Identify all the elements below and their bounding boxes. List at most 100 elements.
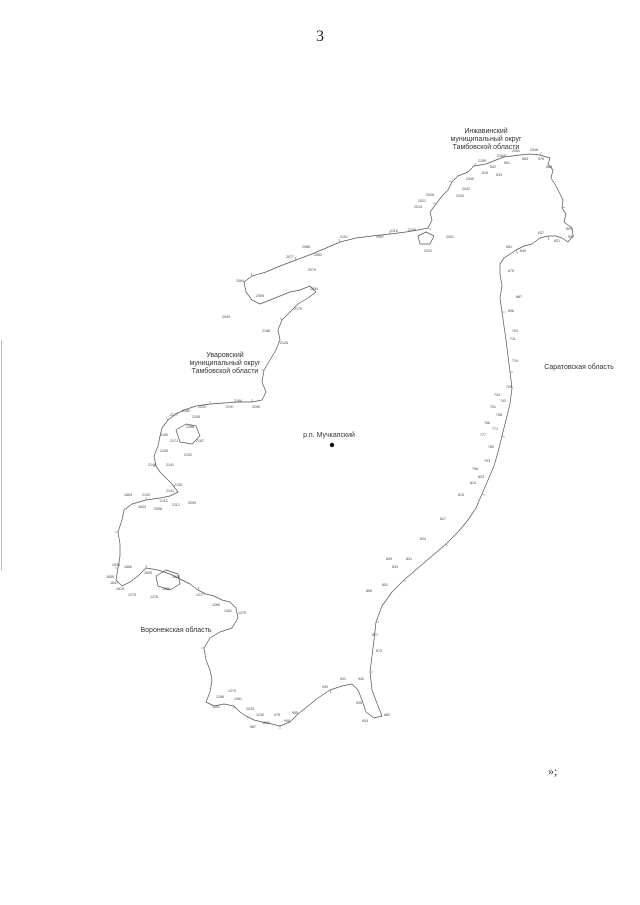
vertex-label: 803 (478, 475, 484, 479)
vertex-label: 2188 (262, 329, 270, 333)
vertex-label: 2022 (424, 249, 432, 253)
vertex-label: 955 (292, 711, 298, 715)
vertex-label: 1633 (138, 505, 146, 509)
vertex-label: 661 (506, 245, 512, 249)
region-label-inzhavinsky-3: Тамбовской области (453, 143, 520, 151)
vertex-label: 2159 (478, 159, 486, 163)
vertex-label: 2229 (198, 405, 206, 409)
vertex-label: 1619 (116, 587, 124, 591)
vertex-label: 533 (496, 173, 502, 177)
vertex-label: 1647 (110, 581, 118, 585)
vertex-label: 948 (284, 719, 290, 723)
vertex-label: 1233 (246, 707, 254, 711)
vertex-label: 1222 (262, 721, 270, 725)
vertex-label: 831 (406, 557, 412, 561)
region-label-uvarovsky-2: муниципальный округ (189, 359, 261, 367)
vertex-label: 817 (440, 517, 446, 521)
vertex-label: 2286 (186, 425, 194, 429)
vertex-label: 2059 (256, 294, 264, 298)
vertex-label: 796 (472, 467, 478, 471)
vertex-label: 849 (386, 557, 392, 561)
vertex-label: 1639 (112, 563, 120, 567)
vertex-label: 2054 (310, 287, 318, 291)
vertex-label: 2098 (154, 507, 162, 511)
region-label-inzhavinsky-2: муниципальный округ (450, 135, 522, 143)
vertex-label: 949 (322, 685, 328, 689)
vertex-label: 940 (358, 677, 364, 681)
vertex-label: 1289 (212, 603, 220, 607)
vertex-label: 2148 (148, 463, 156, 467)
scan-edge-line (1, 340, 2, 570)
vertex-label: 2113 (160, 499, 168, 503)
region-label-uvarovsky-3: Тамбовской области (192, 367, 259, 375)
vertex-label: 1664 (124, 493, 132, 497)
region-label-saratov: Саратовская область (544, 363, 614, 371)
vertex-label: 877 (372, 633, 378, 637)
vertex-labels: 2159 2160 2061 2048 2040 2042 2034 2026 … (106, 148, 574, 729)
vertex-label: 2021 (418, 199, 426, 203)
vertex-label: 815 (458, 493, 464, 497)
inner-loop-west (175, 423, 201, 445)
vertex-label: 621 (554, 239, 560, 243)
region-label-inzhavinsky-1: Инжавинский (464, 127, 507, 135)
vertex-label: 519 (482, 171, 488, 175)
vertex-label: 1276 (150, 595, 158, 599)
vertex-label: 2083 (314, 253, 322, 257)
vertex-label: 2120 (142, 493, 150, 497)
vertex-label: 1251 (212, 705, 220, 709)
vertex-label: 597 (568, 235, 574, 239)
vertex-label: 1600 (144, 571, 152, 575)
vertex-label: 2197 (226, 405, 234, 409)
vertex-label: 824 (420, 537, 426, 541)
vertex-label: 2070 (308, 268, 316, 272)
vertex-label: 2077 (286, 255, 294, 259)
vertex-label: 2061 (512, 149, 520, 153)
settlement-label: р.п. Мучкапский (303, 431, 355, 439)
vertex-label: 2112 (172, 503, 180, 507)
vertex-label: 711 (510, 337, 516, 341)
vertex-label: 609 (566, 227, 572, 231)
vertex-label: 637 (538, 231, 544, 235)
vertex-label: 934 (362, 719, 368, 723)
vertex-label: 2026 (426, 193, 434, 197)
vertex-label: 1281 (224, 609, 232, 613)
vertex-label: 588 (546, 165, 552, 169)
vertex-label: 2255 (252, 405, 260, 409)
vertex-ticks (115, 151, 566, 729)
vertex-label: 2015 (414, 205, 422, 209)
vertex-label: 2141 (166, 463, 174, 467)
vertex-label: 719 (512, 359, 518, 363)
vertex-label: 882 (384, 713, 390, 717)
region-label-uvarovsky-1: Уваровский (206, 351, 243, 359)
vertex-label: 2034 (456, 194, 464, 198)
vertex-label: 2131 (166, 489, 174, 493)
vertex-label: 742 (500, 399, 506, 403)
vertex-label: 1277 (196, 593, 204, 597)
vertex-label: 696 (508, 309, 514, 313)
vertex-label: 2064 (236, 279, 244, 283)
vertex-label: 758 (496, 413, 502, 417)
vertex-label: 873 (376, 649, 382, 653)
vertex-label: 2097 (376, 235, 384, 239)
vertex-label: 2167 (196, 439, 204, 443)
vertex-label: 2128 (280, 341, 288, 345)
vertex-label: 975 (274, 713, 280, 717)
vertex-label: 851 (382, 583, 388, 587)
settlement-marker (329, 442, 335, 448)
vertex-label: 2042 (462, 187, 470, 191)
corner-mark: »; (548, 764, 558, 778)
vertex-label: 1660 (124, 565, 132, 569)
vertex-label: 2049 (222, 315, 230, 319)
vertex-label: 1296 (216, 695, 224, 699)
vertex-label: 2152 (184, 453, 192, 457)
vertex-label: 563 (522, 157, 528, 161)
inner-loop-north (417, 231, 435, 245)
vertex-label: 734 (494, 393, 500, 397)
vertex-label: 2086 (302, 245, 310, 249)
vertex-label: 2155 (160, 449, 168, 453)
vertex-label: 2040 (466, 177, 474, 181)
vertex-label: 675 (508, 269, 514, 273)
vertex-label: 967 (250, 725, 256, 729)
inner-loop-southwest (155, 569, 181, 591)
